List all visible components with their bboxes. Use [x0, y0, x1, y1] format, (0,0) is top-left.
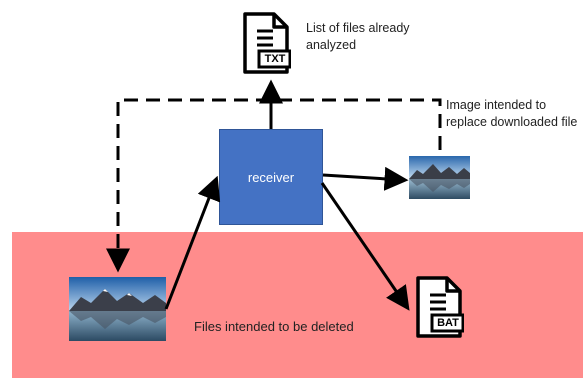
document-txt-icon: TXT — [241, 11, 292, 75]
receiver-box: receiver — [219, 129, 323, 225]
replacement-image — [409, 156, 470, 199]
txt-badge: TXT — [264, 53, 286, 65]
deletion-zone-label: Files intended to be deleted — [194, 319, 354, 334]
bat-badge: BAT — [437, 317, 459, 329]
arrow-receiver-to-bat — [320, 182, 410, 311]
arrow-image-to-receiver — [164, 175, 221, 310]
txt-file-label: List of files already analyzed — [306, 21, 410, 52]
replacement-image-label: Image intended to replace downloaded fil… — [446, 98, 578, 129]
downloaded-image — [69, 277, 166, 341]
arrow-receiver-to-image — [322, 166, 409, 191]
dashed-connector — [106, 98, 442, 273]
document-bat-icon: BAT — [414, 275, 465, 339]
receiver-label: receiver — [247, 170, 295, 185]
